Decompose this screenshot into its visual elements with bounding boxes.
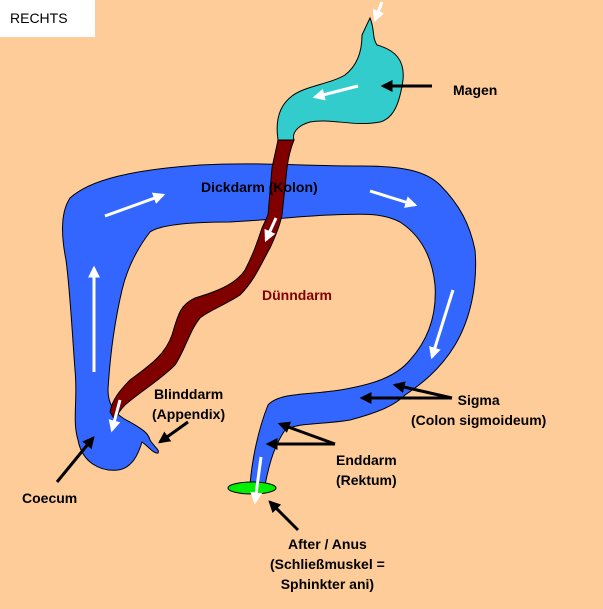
- label-blinddarm-line1: Blinddarm: [153, 386, 224, 402]
- flow-arrow-small-intestine: [264, 217, 278, 243]
- label-after-line3: Sphinkter ani): [280, 576, 375, 592]
- label-coecum: Coecum: [22, 490, 78, 506]
- flow-arrow-appendix: [108, 399, 122, 433]
- label-duenndarm: Dünndarm: [262, 287, 332, 303]
- pointer-arrow-anus: [268, 500, 300, 532]
- label-dickdarm: Dickdarm (Kolon): [201, 179, 318, 195]
- flow-arrow-transverse-left: [104, 192, 166, 218]
- flow-arrow-esophagus: [372, 1, 385, 23]
- flow-arrow-descending: [429, 289, 455, 360]
- label-enddarm: Enddarm (Rektum): [336, 450, 397, 490]
- label-sigma-line2: (Colon sigmoideum): [411, 412, 547, 428]
- label-blinddarm-line2: (Appendix): [152, 406, 226, 422]
- label-blinddarm: Blinddarm (Appendix): [152, 384, 225, 424]
- label-enddarm-line1: Enddarm: [336, 452, 397, 468]
- label-enddarm-line2: (Rektum): [336, 472, 397, 488]
- label-magen: Magen: [453, 82, 498, 98]
- colon-shape: [62, 163, 477, 486]
- title-box: RECHTS: [0, 0, 95, 37]
- pointer-arrow-enddarm-1: [277, 421, 336, 446]
- pointer-arrow-sigma-2: [392, 381, 453, 400]
- flow-arrows: [88, 1, 455, 505]
- flow-arrow-stomach: [312, 84, 359, 101]
- label-after: After / Anus (Schließmuskel = Sphinkter …: [270, 534, 385, 594]
- anus-shape: [227, 481, 277, 495]
- label-after-line2: (Schließmuskel =: [270, 556, 385, 572]
- flow-arrow-rectum: [250, 456, 263, 505]
- stomach-shape: [276, 16, 404, 141]
- label-after-line1: After / Anus: [287, 536, 367, 552]
- flow-arrow-transverse-right: [369, 189, 418, 208]
- label-sigma: Sigma (Colon sigmoideum): [411, 390, 546, 430]
- small-intestine-shape: [109, 139, 295, 422]
- pointer-arrows: [55, 80, 453, 532]
- pointer-arrow-blinddarm: [158, 420, 189, 444]
- label-sigma-line1: Sigma: [457, 392, 500, 408]
- pointer-arrow-coecum: [55, 436, 95, 483]
- title-label: RECHTS: [10, 10, 68, 26]
